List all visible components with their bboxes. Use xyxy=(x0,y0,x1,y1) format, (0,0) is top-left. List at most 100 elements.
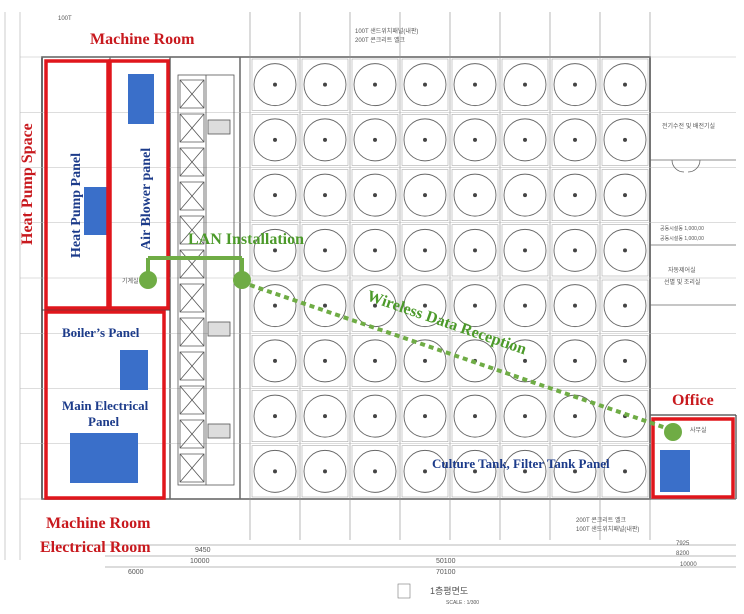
right-note-4: 자동제어실 xyxy=(668,266,696,274)
tank-center-dot xyxy=(523,414,527,419)
culture-tank xyxy=(453,449,497,493)
culture-tank xyxy=(553,118,597,162)
tank-cell xyxy=(601,279,649,332)
tank-cell xyxy=(401,114,449,166)
culture-tank xyxy=(253,339,297,383)
tank-cell xyxy=(601,390,649,442)
tank-center-dot xyxy=(323,248,327,253)
tank-cell xyxy=(601,114,649,166)
tank-center-dot xyxy=(273,137,277,142)
culture-tank xyxy=(303,394,347,438)
tank-cell xyxy=(451,335,499,387)
machine-room-korean: 기계실 xyxy=(122,277,139,285)
culture-tank xyxy=(503,228,547,272)
tank-cell xyxy=(551,390,599,442)
tank-cell xyxy=(551,114,599,166)
dim-10000-right: 10000 xyxy=(680,562,697,568)
culture-tank xyxy=(453,339,497,383)
office-korean: 사무실 xyxy=(690,426,707,434)
tank-cell xyxy=(501,390,549,442)
tank-center-dot xyxy=(273,82,277,87)
culture-tank xyxy=(553,63,597,107)
dim-70100: 70100 xyxy=(436,569,456,576)
electrical-room-label: Electrical Room xyxy=(40,539,151,556)
culture-tank xyxy=(453,173,497,217)
tank-center-dot xyxy=(323,469,327,474)
tank-cell xyxy=(401,58,449,111)
tank-center-dot xyxy=(273,193,277,198)
stair-segment xyxy=(179,419,205,449)
culture-tank xyxy=(303,63,347,107)
tank-cell xyxy=(601,445,649,498)
right-note-5: 선별 및 조리실 xyxy=(664,278,700,286)
tank-center-dot xyxy=(573,248,577,253)
culture-tank xyxy=(503,339,547,383)
dim-100t: 100T xyxy=(58,16,72,22)
culture-tank xyxy=(603,394,647,438)
culture-tank xyxy=(603,228,647,272)
tank-center-dot xyxy=(473,193,477,198)
culture-tank xyxy=(503,118,547,162)
culture-tank xyxy=(253,449,297,493)
tank-cell xyxy=(301,224,349,277)
tank-cell xyxy=(351,114,399,166)
culture-tank xyxy=(603,173,647,217)
tank-center-dot xyxy=(423,358,427,363)
wireless-data-reception-label: Wireless Data Reception xyxy=(365,288,529,359)
lan-node-right xyxy=(233,271,251,289)
stair-segment xyxy=(179,317,205,347)
bottom-note-1: 200T 콘크리트 옐크 xyxy=(576,516,627,524)
stair-segment xyxy=(179,215,205,245)
machine-room-top-label: Machine Room xyxy=(90,31,195,48)
tank-cell xyxy=(351,58,399,111)
tank-center-dot xyxy=(373,248,377,253)
culture-tank xyxy=(253,173,297,217)
tank-cell xyxy=(301,445,349,498)
culture-tank xyxy=(353,284,397,328)
culture-tank xyxy=(403,394,447,438)
right-note-3: 공동시설동 1,000,00 xyxy=(660,235,704,242)
tank-center-dot xyxy=(373,469,377,474)
main-electrical-panel-label-1: Main Electrical xyxy=(62,398,149,413)
tank-center-dot xyxy=(523,248,527,253)
tank-cell xyxy=(351,445,399,498)
tank-cell xyxy=(251,169,299,221)
tank-center-dot xyxy=(573,193,577,198)
stair-segment xyxy=(179,113,205,143)
main-electrical-panel-label-2: Panel xyxy=(88,414,119,429)
culture-tank xyxy=(303,173,347,217)
tank-center-dot xyxy=(523,469,527,474)
tank-center-dot xyxy=(273,469,277,474)
tank-cell xyxy=(451,58,499,111)
stair-segment xyxy=(179,79,205,109)
air-blower-panel-label: Air Blower panel xyxy=(139,148,154,250)
tank-cell xyxy=(501,445,549,498)
tank-cell xyxy=(401,279,449,332)
culture-tank xyxy=(503,284,547,328)
tank-center-dot xyxy=(323,303,327,308)
culture-tank xyxy=(253,394,297,438)
culture-tank xyxy=(353,63,397,107)
culture-tank xyxy=(553,284,597,328)
office-box xyxy=(651,417,735,499)
tank-cell xyxy=(501,58,549,111)
tank-center-dot xyxy=(623,193,627,198)
tank-center-dot xyxy=(423,414,427,419)
tank-center-dot xyxy=(273,303,277,308)
culture-tank xyxy=(453,63,497,107)
dim-6000: 6000 xyxy=(128,569,144,576)
tank-cell xyxy=(301,58,349,111)
culture-tank xyxy=(253,118,297,162)
right-note-2: 공동시설동 1,000,00 xyxy=(660,225,704,232)
office-label: Office xyxy=(672,392,714,409)
culture-tank xyxy=(553,228,597,272)
tank-grid xyxy=(251,58,649,498)
tank-center-dot xyxy=(323,414,327,419)
tank-cell xyxy=(301,335,349,387)
culture-tank xyxy=(303,228,347,272)
tank-cell xyxy=(601,335,649,387)
dim-10000-left: 10000 xyxy=(190,558,210,565)
tank-cell xyxy=(501,169,549,221)
culture-tank xyxy=(353,173,397,217)
tank-cell xyxy=(501,279,549,332)
